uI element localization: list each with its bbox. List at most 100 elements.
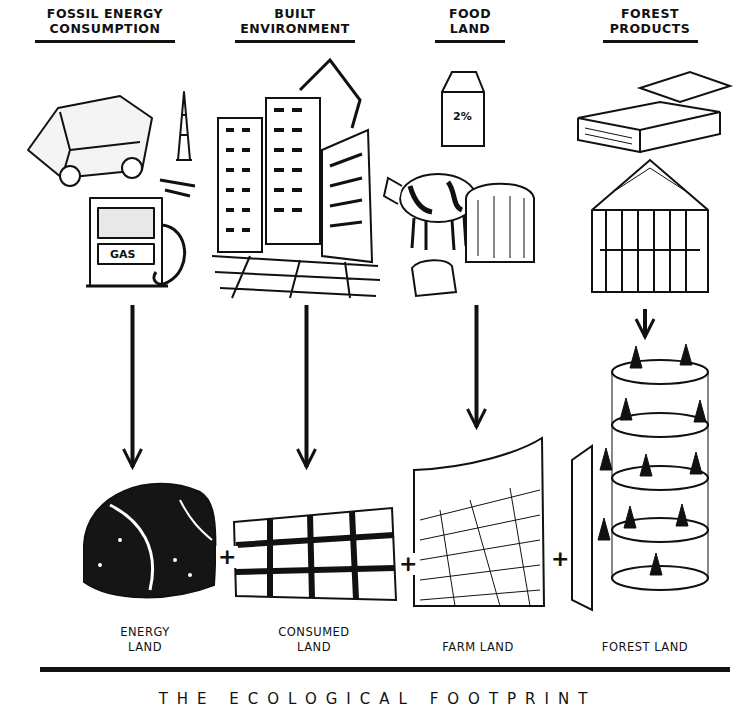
category-heading: FOSSIL ENERGY CONSUMPTION xyxy=(35,6,175,43)
sketch-stroke xyxy=(442,91,484,93)
sketch-stroke xyxy=(236,535,395,572)
pump-label: GAS xyxy=(108,248,137,261)
sketch-stroke xyxy=(122,158,142,178)
text-holder: FOREST PRODUCTS xyxy=(560,6,740,43)
footprint-panel: CONSUMED LAND xyxy=(228,470,400,655)
carton-label: 2% xyxy=(451,110,474,123)
sketch-stroke xyxy=(226,130,250,230)
sketch-stroke xyxy=(176,92,192,160)
sketch-stroke xyxy=(98,244,154,264)
land-label: ENERGY LAND xyxy=(105,625,185,655)
sketch-stroke xyxy=(300,60,360,128)
sketch-stroke xyxy=(640,72,730,102)
sketch-stroke xyxy=(188,573,192,577)
arrow-shaft xyxy=(131,305,135,467)
sketch-stroke xyxy=(160,180,195,196)
sketch-stroke xyxy=(420,490,540,600)
text-holder: CONSUMED LAND xyxy=(228,625,400,655)
sketch-stroke xyxy=(610,168,690,194)
text-holder: ENERGY LAND xyxy=(70,625,220,655)
sketch-stroke xyxy=(466,184,534,262)
sketch-stroke xyxy=(440,488,530,606)
sketch-stroke xyxy=(234,508,396,600)
sketch-stroke xyxy=(384,178,402,204)
sketch-stroke xyxy=(86,285,168,288)
sketch-stroke xyxy=(478,196,524,258)
sketch-stroke xyxy=(572,446,592,610)
footprint-panel: FOREST PRODUCTS xyxy=(560,6,740,306)
arrow-head xyxy=(468,409,486,427)
category-heading: FOREST PRODUCTS xyxy=(603,6,698,43)
sketch-stroke xyxy=(180,500,212,540)
plus-sign: + xyxy=(216,546,238,568)
sketch-stroke xyxy=(412,216,466,250)
sketch-stroke xyxy=(90,198,162,286)
plus-sign: + xyxy=(397,553,419,575)
sketch-stroke xyxy=(270,512,356,599)
sketch-stroke xyxy=(592,210,708,292)
footprint-panel: FOSSIL ENERGY CONSUMPTION xyxy=(15,6,195,302)
footprint-panel: FOOD LAND xyxy=(395,6,545,302)
sketch-stroke xyxy=(28,96,152,178)
built-sketch xyxy=(212,60,380,298)
sketch-stroke xyxy=(585,128,632,144)
forest-products-sketch xyxy=(578,72,730,292)
footprint-panel: FARM LAND xyxy=(408,430,548,655)
sketch-stroke xyxy=(592,160,708,292)
land-label: FARM LAND xyxy=(442,640,514,655)
sketch-stroke xyxy=(412,260,456,296)
sketch-stroke xyxy=(118,538,122,542)
energy-land-sketch xyxy=(84,484,215,598)
arrow-shaft xyxy=(475,305,479,427)
category-heading: BUILT ENVIRONMENT xyxy=(235,6,355,43)
sketch-stroke xyxy=(330,154,362,226)
fossil-sketch xyxy=(28,92,195,286)
sketch-stroke xyxy=(110,505,153,590)
text-holder: FOREST LAND xyxy=(565,636,725,655)
text-holder: FOOD LAND xyxy=(395,6,545,43)
sketch-stroke xyxy=(98,563,102,567)
footprint-panel: BUILT ENVIRONMENT xyxy=(205,6,385,302)
arrow-head xyxy=(124,449,142,467)
land-label: CONSUMED LAND xyxy=(269,625,359,655)
text-holder: FARM LAND xyxy=(408,636,548,655)
sketch-stroke xyxy=(218,118,262,252)
sketch-stroke xyxy=(410,182,462,212)
flow-arrow xyxy=(298,305,316,467)
sketch-stroke xyxy=(60,166,80,186)
diagram-title: THE ECOLOGICAL FOOTPRINT xyxy=(0,690,755,708)
sketch-stroke xyxy=(274,110,302,210)
flow-arrow xyxy=(468,305,486,427)
sketch-stroke xyxy=(578,102,720,130)
sketch-stroke xyxy=(154,225,185,284)
sketch-stroke xyxy=(173,558,177,562)
category-heading: FOOD LAND xyxy=(435,6,505,43)
plus-sign: + xyxy=(549,548,571,570)
sketch-stroke xyxy=(612,360,708,384)
baseline-bar xyxy=(40,667,730,672)
flow-arrow xyxy=(636,309,654,337)
arrow-head xyxy=(636,319,654,337)
sketch-stroke xyxy=(414,438,544,606)
farm-land-sketch xyxy=(414,438,544,606)
text-holder: FOSSIL ENERGY CONSUMPTION xyxy=(15,6,195,43)
footprint-panel: FOREST LAND xyxy=(565,340,725,655)
sketch-stroke xyxy=(322,130,372,262)
arrow-head xyxy=(298,449,316,467)
land-label: FOREST LAND xyxy=(602,640,688,655)
consumed-land-sketch xyxy=(234,508,396,600)
text-holder: BUILT ENVIRONMENT xyxy=(205,6,385,43)
sketch-stroke xyxy=(598,344,706,575)
food-sketch xyxy=(384,72,534,296)
sketch-stroke xyxy=(212,256,380,298)
sketch-stroke xyxy=(84,484,215,598)
footprint-panel: ENERGY LAND xyxy=(70,470,220,655)
sketch-stroke xyxy=(400,174,476,222)
sketch-stroke xyxy=(98,208,154,238)
sketch-stroke xyxy=(578,112,720,152)
arrow-shaft xyxy=(305,305,309,467)
forest-land-sketch xyxy=(572,344,708,610)
flow-arrow xyxy=(124,305,142,467)
